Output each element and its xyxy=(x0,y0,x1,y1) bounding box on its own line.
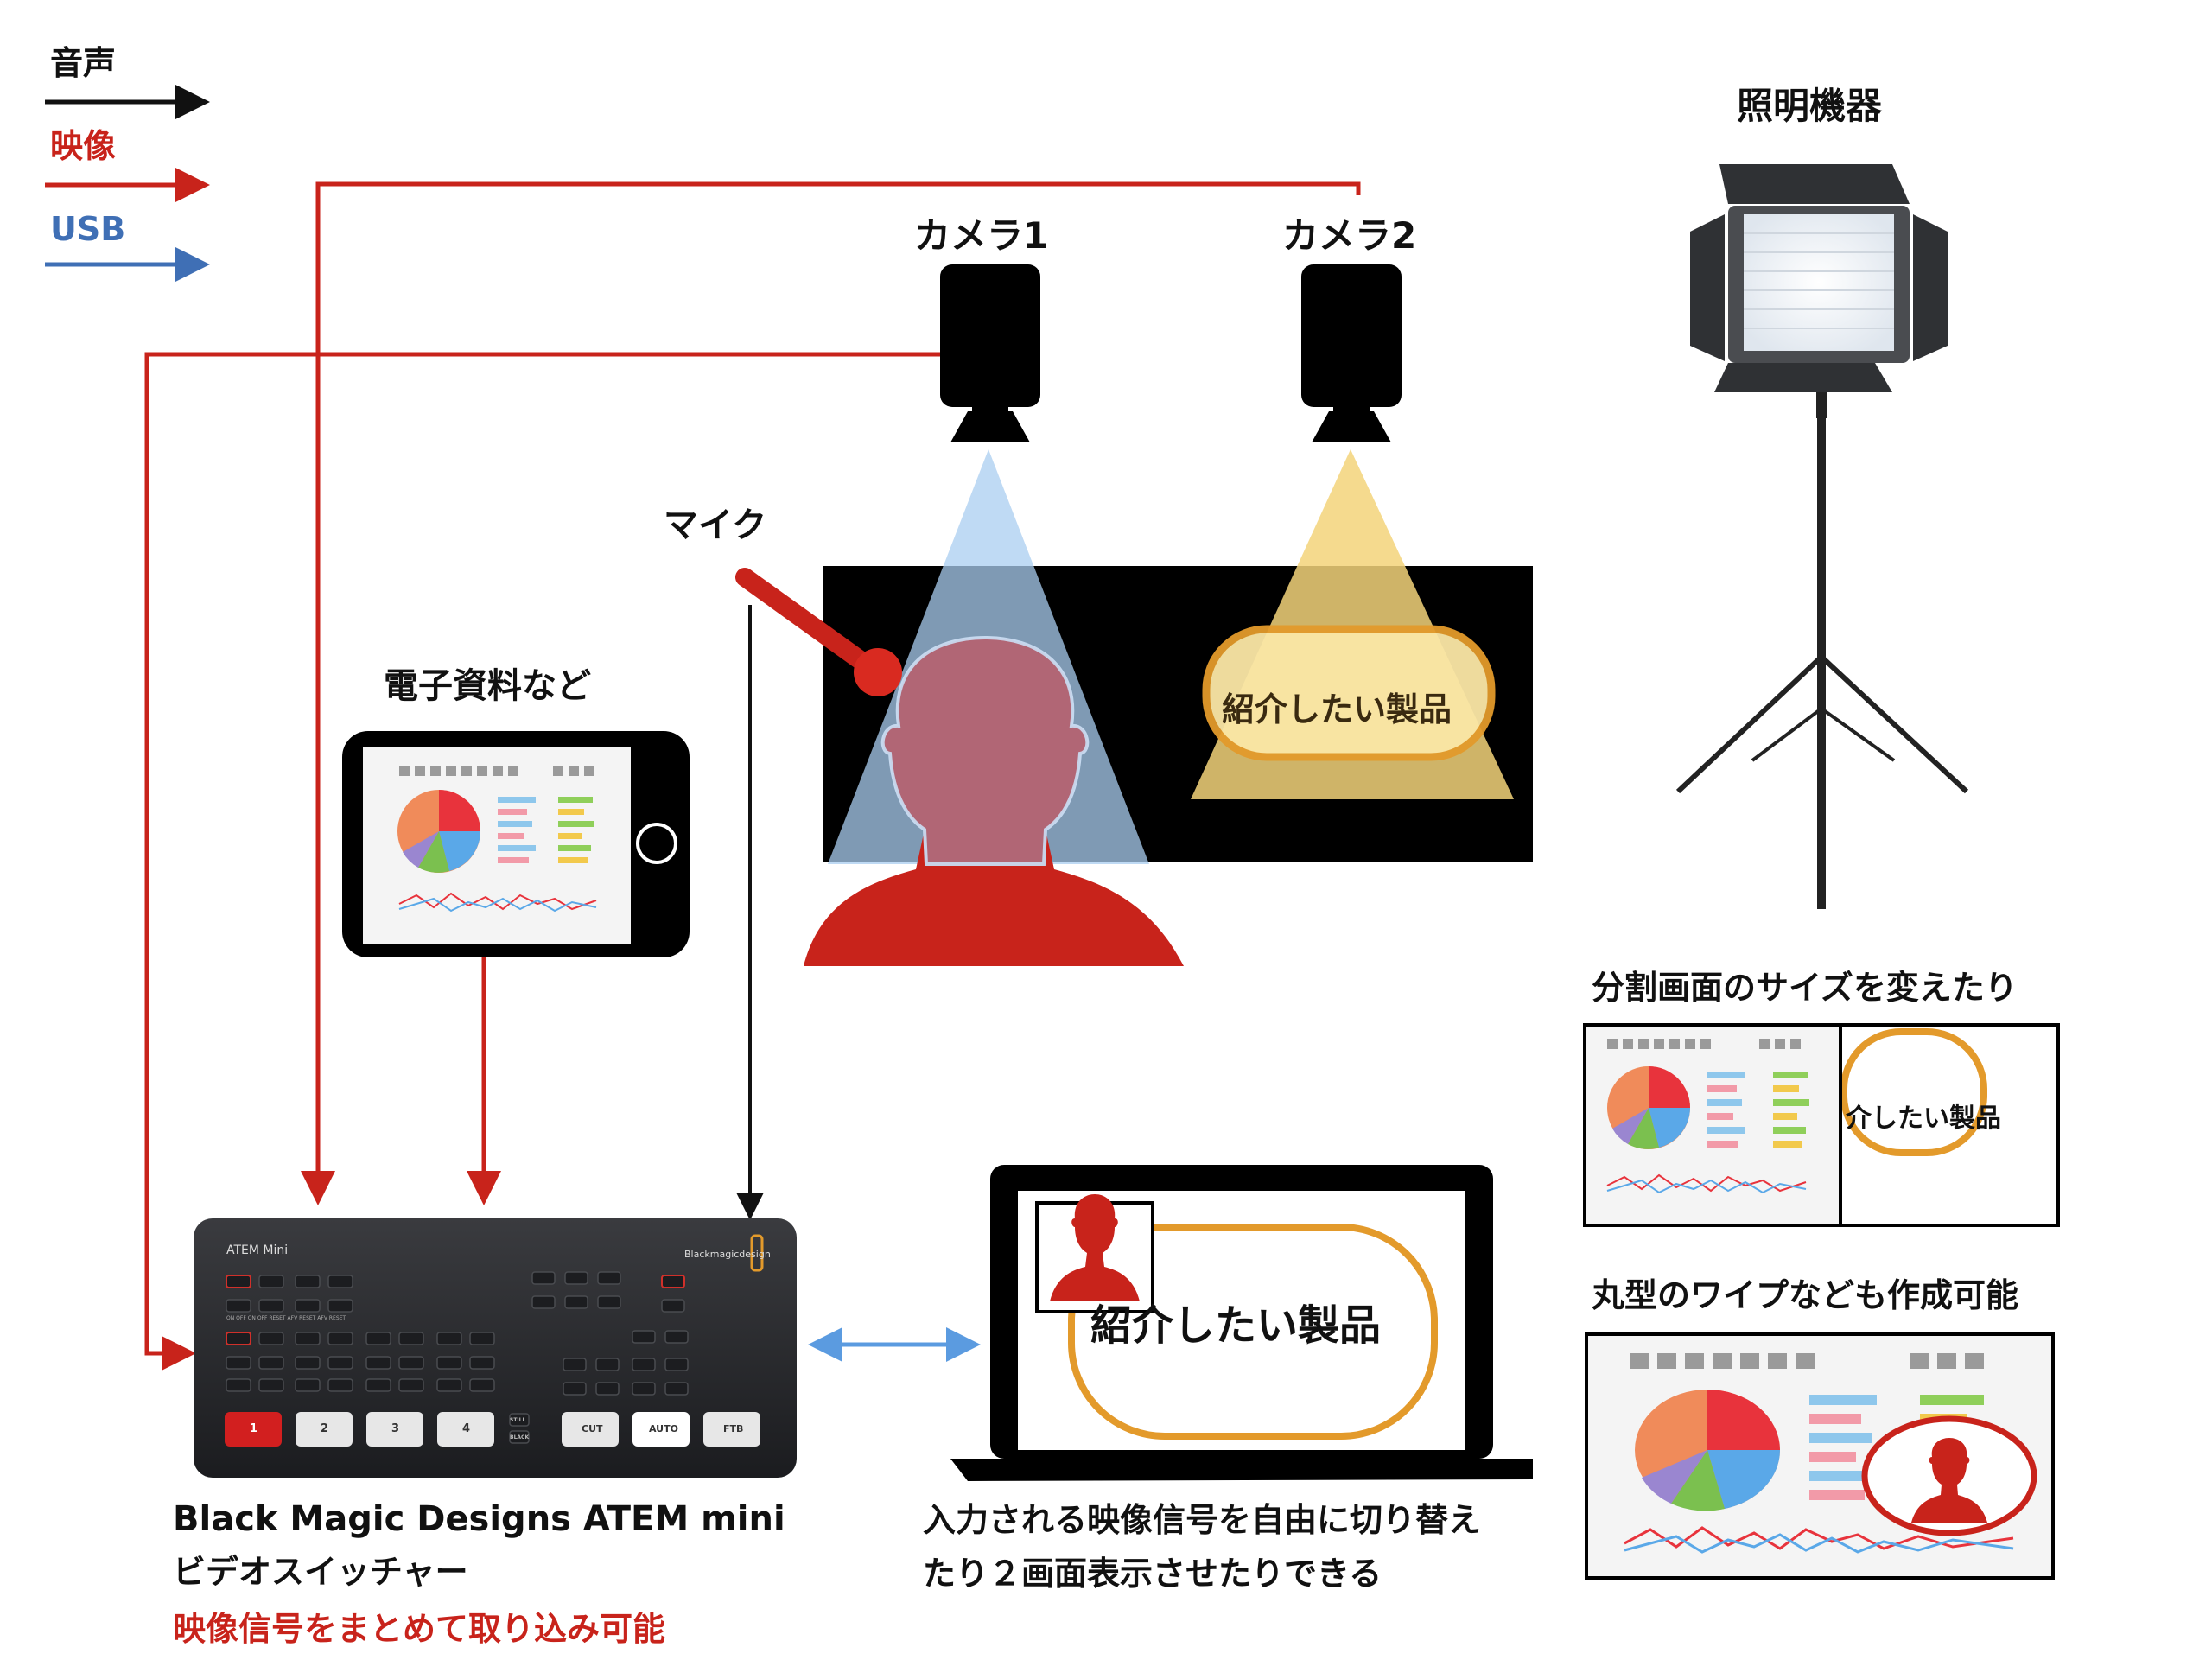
small-label: ON xyxy=(247,1315,256,1321)
ftb-label: FTB xyxy=(723,1423,744,1434)
input-button-4[interactable] xyxy=(437,1412,494,1447)
legend-audio-label: 音声 xyxy=(50,44,117,82)
laptop-caption-line2: たり２画面表示させたりできる xyxy=(923,1555,1382,1593)
wipe-person-icon xyxy=(1050,1194,1140,1301)
input-2-label: 2 xyxy=(321,1422,329,1435)
switcher-type: ビデオスイッチャー xyxy=(173,1553,468,1591)
cut-button[interactable] xyxy=(562,1412,619,1447)
small-label: AFV xyxy=(317,1315,327,1321)
laptop-caption-line1: 入力される映像信号を自由に切り替え xyxy=(923,1501,1482,1539)
legend xyxy=(45,85,210,282)
atem-mini-device xyxy=(194,1218,797,1478)
split-screen-example xyxy=(1583,1023,2060,1227)
camera1-label: カメラ1 xyxy=(914,214,1049,257)
lighting-label: 照明機器 xyxy=(1737,85,1883,127)
mic-label: マイク xyxy=(664,506,767,545)
product-shape xyxy=(1202,625,1496,761)
legend-usb-label: USB xyxy=(50,210,126,248)
laptop-product-label: 紹介したい製品 xyxy=(1090,1301,1382,1350)
black-label: BLACK xyxy=(510,1434,530,1441)
still-label: STILL xyxy=(510,1417,526,1423)
small-label: RESET xyxy=(328,1315,346,1321)
person-silhouette xyxy=(804,635,1184,966)
switcher-note: 映像信号をまとめて取り込み可能 xyxy=(173,1610,666,1648)
camera1-icon xyxy=(940,264,1040,442)
input-1-label: 1 xyxy=(250,1422,258,1435)
small-label: RESET xyxy=(269,1315,286,1321)
switcher-name: Black Magic Designs ATEM mini xyxy=(173,1499,785,1539)
input-3-label: 3 xyxy=(391,1422,400,1435)
input-button-2[interactable] xyxy=(296,1412,353,1447)
cut-label: CUT xyxy=(582,1423,603,1434)
small-label: OFF xyxy=(257,1315,268,1321)
auto-label: AUTO xyxy=(649,1423,678,1434)
small-label: RESET xyxy=(299,1315,316,1321)
wipe-caption: 丸型のワイプなども作成可能 xyxy=(1592,1276,2019,1314)
auto-button[interactable] xyxy=(632,1412,690,1447)
device-model-label: ATEM Mini xyxy=(226,1243,289,1257)
input-button-1[interactable] xyxy=(225,1412,282,1447)
camera2-label: カメラ2 xyxy=(1282,214,1417,257)
round-wipe-example xyxy=(1585,1332,2055,1580)
split-caption: 分割画面のサイズを変えたり xyxy=(1592,969,2018,1007)
camera2-video-line xyxy=(301,181,1361,1205)
laptop-device xyxy=(950,1165,1533,1481)
tablet-device xyxy=(342,731,690,957)
small-label: OFF xyxy=(236,1315,246,1321)
legend-video-label: 映像 xyxy=(50,127,117,165)
input-4-label: 4 xyxy=(462,1422,471,1435)
documents-label: 電子資料など xyxy=(384,666,591,706)
ftb-button[interactable] xyxy=(703,1412,760,1447)
round-wipe-person-icon xyxy=(1911,1438,1987,1523)
lighting-fixture xyxy=(1675,164,1969,909)
product-label: 紹介したい製品 xyxy=(1222,690,1452,728)
camera2-icon xyxy=(1301,264,1402,442)
device-brand-label: Blackmagicdesign xyxy=(684,1249,771,1260)
split-product-label: 介したい製品 xyxy=(1846,1103,2001,1134)
camera1-video-line xyxy=(144,352,940,1371)
microphone xyxy=(735,568,902,696)
device-small-button-labels: ON OFF ON OFF RESET AFV RESET AFV RESET xyxy=(226,1315,346,1321)
small-label: ON xyxy=(226,1315,235,1321)
input-button-3[interactable] xyxy=(366,1412,423,1447)
small-label: AFV xyxy=(287,1315,298,1321)
